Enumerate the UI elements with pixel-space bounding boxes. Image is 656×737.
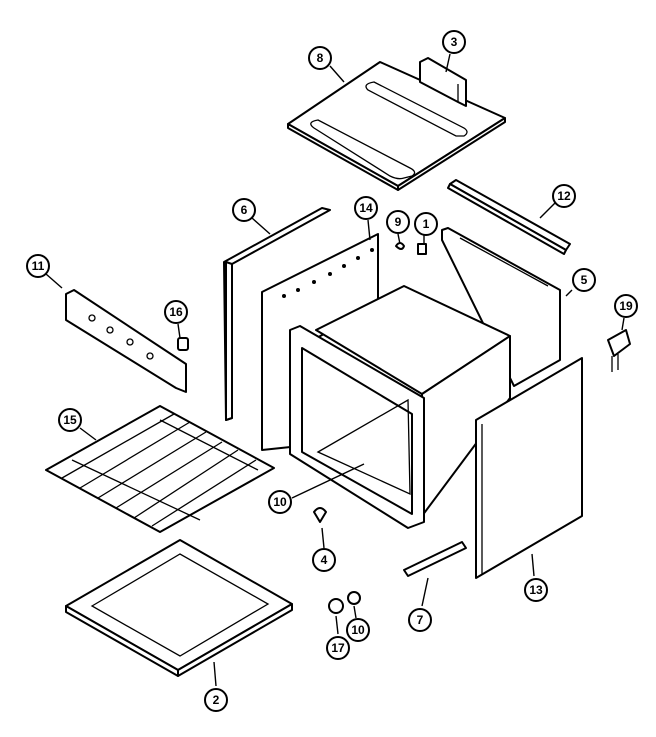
label-2: 2	[213, 693, 220, 707]
switch-19	[607, 329, 631, 372]
rack-support	[65, 289, 187, 393]
top-rail	[447, 179, 571, 255]
right-side-panel	[475, 357, 583, 579]
label-3: 3	[451, 35, 458, 49]
label-16: 16	[169, 305, 183, 319]
callout-14: 14	[354, 196, 378, 220]
left-insulation	[223, 207, 331, 421]
top-panel	[287, 61, 506, 191]
callout-3: 3	[442, 30, 466, 54]
oven-bottom	[65, 539, 293, 677]
callout-10b: 10	[346, 618, 370, 642]
label-9: 9	[395, 215, 402, 229]
callout-10a: 10	[268, 490, 292, 514]
label-10b: 10	[351, 623, 365, 637]
label-15: 15	[63, 413, 77, 427]
callout-5: 5	[572, 268, 596, 292]
label-11: 11	[32, 259, 45, 273]
callout-9: 9	[386, 210, 410, 234]
label-1: 1	[423, 217, 430, 231]
lamp-socket	[347, 591, 361, 605]
callout-11: 11	[26, 254, 50, 278]
callout-4: 4	[312, 548, 336, 572]
fastener-4	[313, 507, 327, 523]
label-14: 14	[359, 201, 373, 215]
callout-7: 7	[408, 608, 432, 632]
callout-1: 1	[414, 212, 438, 236]
label-13: 13	[529, 583, 543, 597]
oven-cavity	[289, 285, 511, 529]
label-10a: 10	[273, 495, 287, 509]
label-5: 5	[581, 273, 588, 287]
leader-lines	[45, 53, 625, 687]
callout-8: 8	[308, 46, 332, 70]
callout-13: 13	[524, 578, 548, 602]
label-12: 12	[557, 189, 571, 203]
callout-19: 19	[614, 294, 638, 318]
label-8: 8	[317, 51, 324, 65]
clip-16	[177, 337, 189, 351]
label-6: 6	[241, 203, 248, 217]
callout-16: 16	[164, 300, 188, 324]
callout-12: 12	[552, 184, 576, 208]
callout-6: 6	[232, 198, 256, 222]
right-back-panel	[441, 227, 561, 387]
label-7: 7	[417, 613, 424, 627]
oven-rack	[45, 405, 275, 533]
lamp-17	[328, 598, 344, 614]
label-4: 4	[321, 553, 328, 567]
callout-17: 17	[326, 636, 350, 660]
vent-trim	[419, 57, 467, 107]
callout-15: 15	[58, 408, 82, 432]
label-19: 19	[619, 299, 633, 313]
callout-2: 2	[204, 688, 228, 712]
label-17: 17	[331, 641, 345, 655]
strip-7	[403, 541, 467, 577]
clip-9	[395, 242, 405, 250]
clip-1	[417, 243, 427, 255]
